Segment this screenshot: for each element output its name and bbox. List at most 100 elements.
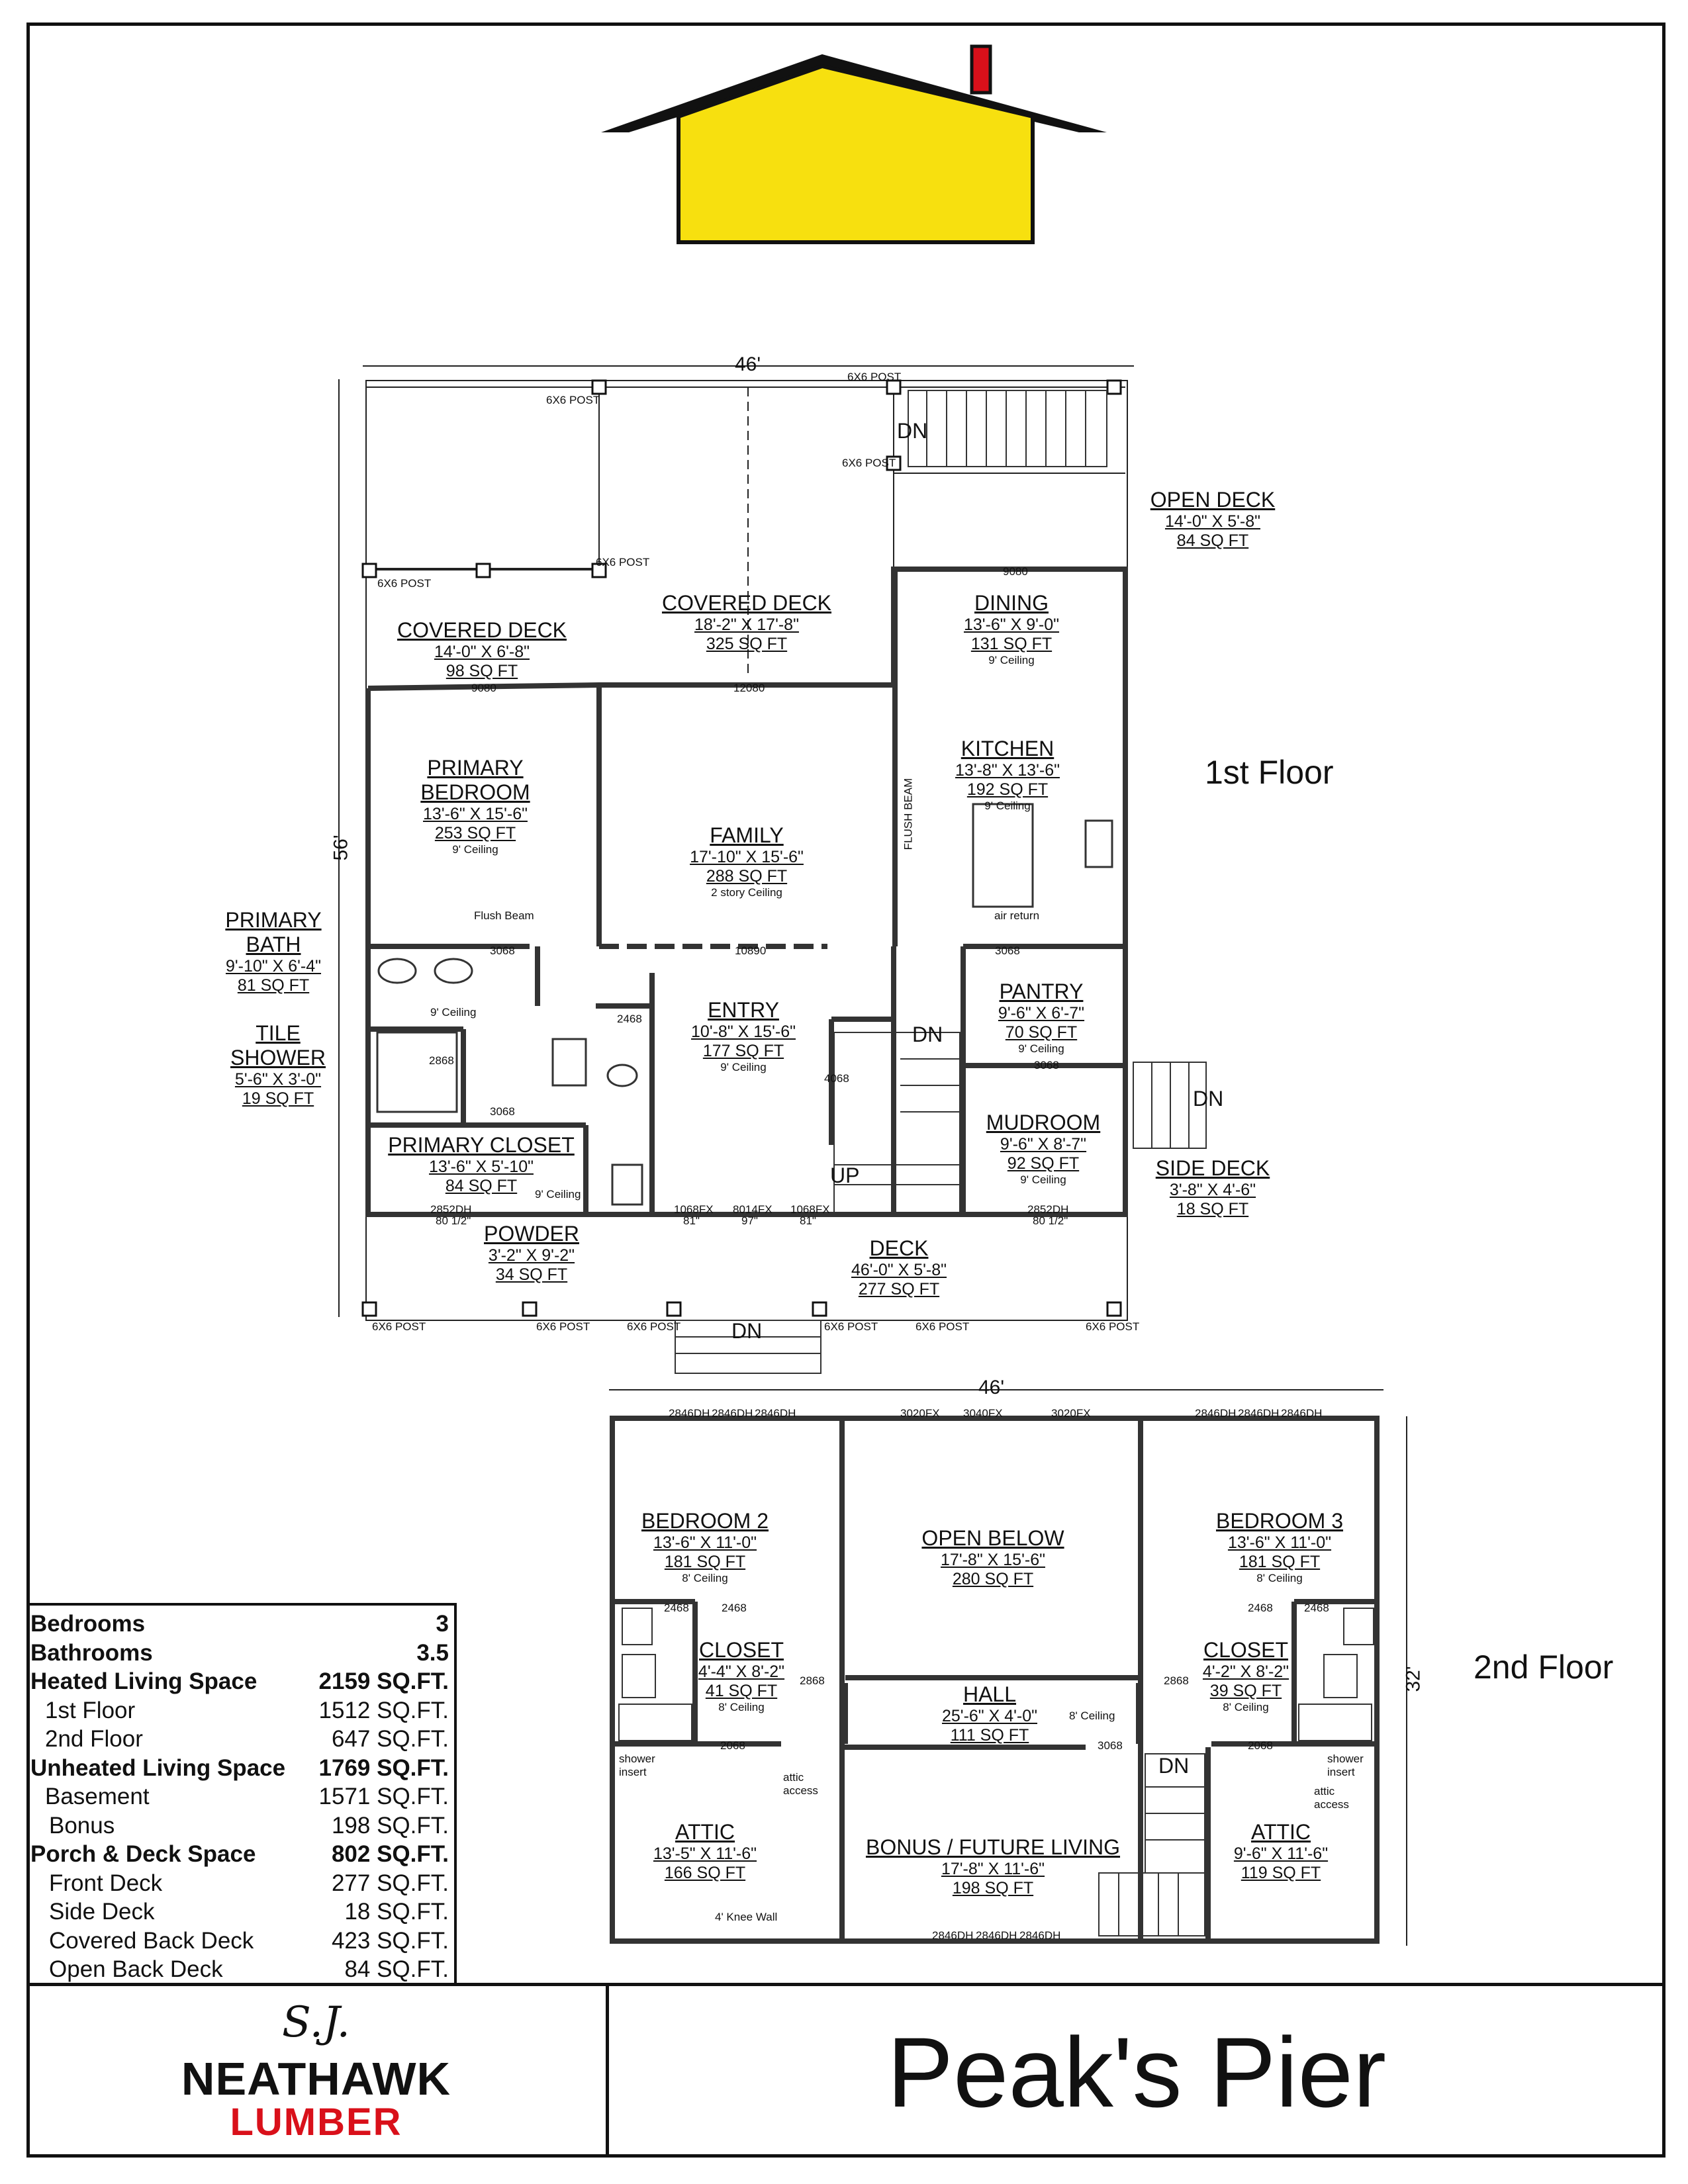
stat-value: 2159 SQ.FT. bbox=[318, 1668, 449, 1694]
window-label: 2846DH bbox=[669, 1407, 710, 1420]
post-label: 6X6 POST bbox=[596, 556, 650, 569]
stair-up-label: UP bbox=[830, 1163, 860, 1187]
roof-shape bbox=[601, 54, 1107, 132]
door-label: 2468 bbox=[1304, 1602, 1329, 1614]
stat-row: Porch & Deck Space 802 SQ.FT. bbox=[30, 1841, 449, 1870]
door-label: 2468 bbox=[722, 1602, 747, 1614]
stat-row: Heated Living Space 2159 SQ.FT. bbox=[30, 1668, 449, 1698]
window-label: 8014FX bbox=[733, 1203, 773, 1216]
window-label: 10890 bbox=[735, 944, 767, 957]
sheet-border bbox=[26, 23, 1665, 2158]
logo-name-text: NEATHAWK bbox=[181, 2053, 451, 2105]
shower-insert-label: shower insert bbox=[1327, 1752, 1364, 1778]
door-label: 2468 bbox=[617, 1013, 642, 1025]
window-label: 2846DH bbox=[976, 1929, 1017, 1942]
floor1-width-dim: 46' bbox=[735, 353, 761, 375]
stat-label: Basement bbox=[45, 1784, 150, 1809]
post-label: 6X6 POST bbox=[372, 1320, 426, 1333]
post-label: 6X6 POST bbox=[847, 371, 902, 383]
stat-value: 1571 SQ.FT. bbox=[318, 1784, 449, 1809]
window-size-label: 81" bbox=[683, 1214, 700, 1227]
post-label: 6X6 POST bbox=[377, 577, 432, 590]
stair-down-label: DN bbox=[731, 1319, 763, 1343]
floor2-depth-dim: 32' bbox=[1402, 1666, 1425, 1692]
title-block: S.J. NEATHAWK LUMBER Peak's Pier bbox=[26, 1983, 1665, 2158]
door-label: 3068 bbox=[995, 944, 1020, 957]
post-label: 6X6 POST bbox=[627, 1320, 681, 1333]
stat-label: Heated Living Space bbox=[30, 1668, 258, 1694]
window-label: 1068FX bbox=[790, 1203, 830, 1216]
stat-row: Bonus 198 SQ.FT. bbox=[30, 1813, 449, 1842]
attic-access-label: attic access bbox=[783, 1771, 818, 1797]
door-label: 3068 bbox=[1034, 1059, 1059, 1071]
stat-label: 1st Floor bbox=[45, 1697, 136, 1723]
floor1-label: 1st Floor bbox=[1205, 754, 1334, 791]
window-label: 1068FX bbox=[674, 1203, 714, 1216]
floor2-plan-drawing bbox=[609, 1389, 1407, 1946]
stat-label: Bedrooms bbox=[30, 1611, 146, 1637]
window-label: 2846DH bbox=[712, 1407, 753, 1420]
air-return-label: air return bbox=[994, 909, 1040, 922]
stat-label: Bathrooms bbox=[30, 1639, 153, 1666]
stat-value: 647 SQ.FT. bbox=[331, 1726, 449, 1752]
stair-down-label: DN bbox=[1158, 1754, 1190, 1778]
logo-script-text: S.J. bbox=[282, 1998, 350, 2047]
stat-row: 1st Floor 1512 SQ.FT. bbox=[30, 1698, 449, 1727]
door-label: 2868 bbox=[1164, 1674, 1189, 1687]
post-label: 6X6 POST bbox=[842, 457, 896, 469]
floor2-width-dim: 46' bbox=[978, 1377, 1005, 1398]
door-label: 2868 bbox=[429, 1054, 454, 1067]
knee-wall-label: 4' Knee Wall bbox=[715, 1911, 778, 1923]
door-label: 3068 bbox=[490, 944, 515, 957]
stat-value: 198 SQ.FT. bbox=[331, 1812, 449, 1839]
house-logo-icon bbox=[601, 44, 1107, 244]
window-size-label: 80 1/2" bbox=[436, 1214, 471, 1227]
window-label: 2846DH bbox=[1238, 1407, 1280, 1420]
stair-down-label: DN bbox=[912, 1023, 943, 1046]
window-label: 2846DH bbox=[1195, 1407, 1237, 1420]
window-size-label: 97" bbox=[741, 1214, 758, 1227]
window-label: 3020FX bbox=[900, 1407, 940, 1420]
window-label: 9080 bbox=[471, 682, 496, 694]
stat-value: 277 SQ.FT. bbox=[331, 1870, 449, 1896]
stat-value: 802 SQ.FT. bbox=[331, 1841, 449, 1867]
stat-label: Porch & Deck Space bbox=[30, 1841, 256, 1867]
project-title: Peak's Pier bbox=[887, 2017, 1386, 2128]
door-label: 2868 bbox=[800, 1674, 825, 1687]
stat-label: Covered Back Deck bbox=[49, 1927, 254, 1954]
stat-value: 1512 SQ.FT. bbox=[318, 1697, 449, 1723]
stat-value: 18 SQ.FT. bbox=[344, 1899, 449, 1925]
stair-down-label: DN bbox=[1193, 1087, 1224, 1111]
shower-insert-label: shower insert bbox=[619, 1752, 655, 1778]
window-label: 2846DH bbox=[755, 1407, 796, 1420]
company-logo: S.J. NEATHAWK LUMBER bbox=[26, 1986, 609, 2158]
stat-label: Bonus bbox=[49, 1812, 115, 1839]
flush-beam-label: Flush Beam bbox=[474, 909, 534, 922]
hall-ceiling: 8' Ceiling bbox=[1069, 1709, 1115, 1722]
